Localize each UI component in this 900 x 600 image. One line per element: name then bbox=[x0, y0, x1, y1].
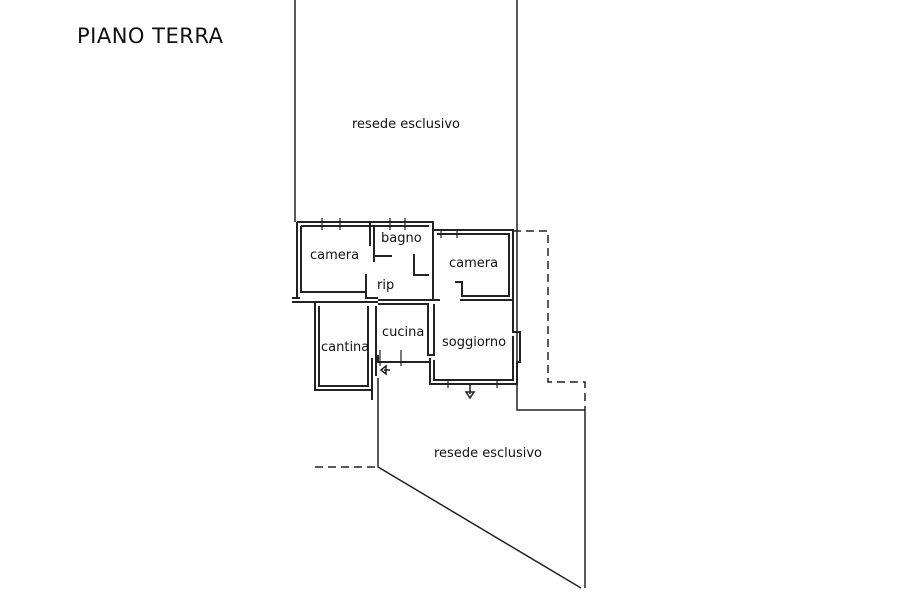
building-walls bbox=[292, 221, 521, 400]
room-rip: rip bbox=[377, 278, 395, 293]
windows bbox=[321, 218, 498, 388]
room-soggiorno: soggiorno bbox=[442, 335, 507, 350]
dashed-boundary bbox=[513, 230, 586, 410]
entrance-arrow-icon bbox=[464, 384, 476, 400]
room-camera-right: camera bbox=[449, 256, 499, 271]
room-cucina: cucina bbox=[382, 325, 425, 340]
room-cantina: cantina bbox=[321, 340, 370, 355]
floor-title: PIANO TERRA bbox=[77, 24, 224, 48]
room-camera-left: camera bbox=[310, 248, 360, 263]
garden-north-label: resede esclusivo bbox=[352, 117, 461, 132]
garden-south-label: resede esclusivo bbox=[434, 446, 543, 461]
entrance-arrow-icon-west bbox=[379, 364, 390, 376]
north-garden-boundary bbox=[294, 0, 585, 411]
south-garden-boundary bbox=[377, 378, 586, 589]
room-bagno: bagno bbox=[381, 231, 422, 246]
